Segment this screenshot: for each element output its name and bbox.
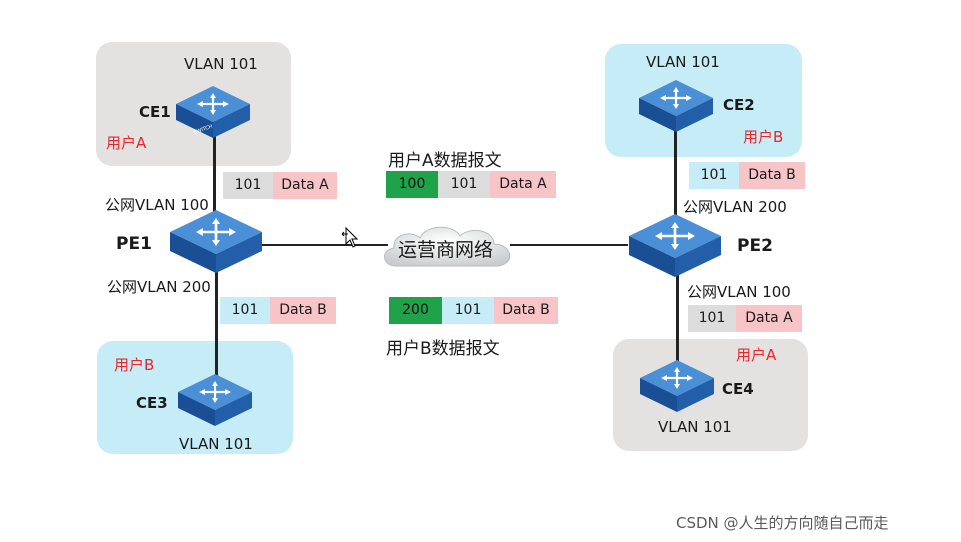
ce3-user-label: 用户B [114,356,155,374]
ce4-switch-icon [640,360,714,412]
data-payload: Data A [273,172,337,199]
link-pe1-ce3 [215,262,218,380]
vlan-tag: 101 [220,297,270,324]
link-ce1-pe1 [213,133,216,233]
csdn-watermark: CSDN @人生的方向随自己而走 [676,514,889,532]
pe1-bottom-frame: 101 Data B [220,297,336,324]
vlan-tag: 101 [688,305,736,332]
ce3-vlan-label: VLAN 101 [179,435,253,453]
data-payload: Data B [739,162,805,189]
mid-frame-a: 100 101 Data A [386,171,556,198]
ce2-vlan-label: VLAN 101 [646,53,720,71]
data-payload: Data A [490,171,556,198]
pe2-bottom-frame: 101 Data A [688,305,802,332]
pe1-top-frame: 101 Data A [223,172,337,199]
ce4-vlan-label: VLAN 101 [658,418,732,436]
carrier-network-cloud [384,226,510,267]
ce1-user-label: 用户A [106,134,147,152]
mid-frame-b: 200 101 Data B [389,297,558,324]
ce2-switch-icon [639,80,713,132]
vlan-tag: 101 [223,172,273,199]
user-b-packet-title: 用户B数据报文 [386,339,500,359]
ce3-name: CE3 [136,394,168,412]
move-cursor-icon [341,226,358,248]
pe1-public-vlan-top: 公网VLAN 100 [105,196,209,214]
data-payload: Data B [270,297,336,324]
ce2-name: CE2 [723,96,755,114]
user-a-packet-title: 用户A数据报文 [388,151,502,171]
vlan-tag: 101 [438,171,490,198]
ce4-name: CE4 [722,380,754,398]
ce4-user-label: 用户A [736,346,777,364]
link-pe2-ce4 [676,268,679,368]
data-payload: Data B [494,297,558,324]
ce1-name: CE1 [139,103,171,121]
pe2-top-frame: 101 Data B [689,162,805,189]
pe2-switch-icon [629,214,721,277]
link-ce2-pe2 [674,126,677,226]
vlan-tag: 101 [442,297,494,324]
pe2-public-vlan-bottom: 公网VLAN 100 [687,283,791,301]
pe1-switch-icon [170,210,262,273]
ce1-vlan-label: VLAN 101 [184,55,258,73]
link-pe1-cloud [262,244,388,246]
outer-vlan-tag: 200 [389,297,442,324]
vlan-tag: 101 [689,162,739,189]
pe2-name: PE2 [737,236,773,256]
outer-vlan-tag: 100 [386,171,438,198]
ce2-user-label: 用户B [743,128,784,146]
pe1-name: PE1 [116,234,152,254]
pe1-public-vlan-bottom: 公网VLAN 200 [107,278,211,296]
pe2-public-vlan-top: 公网VLAN 200 [683,198,787,216]
ce3-switch-icon [178,374,252,426]
data-payload: Data A [736,305,802,332]
link-cloud-pe2 [510,244,628,246]
ce1-switch-icon: SWITCH [176,86,250,138]
carrier-network-label: 运营商网络 [398,239,494,261]
